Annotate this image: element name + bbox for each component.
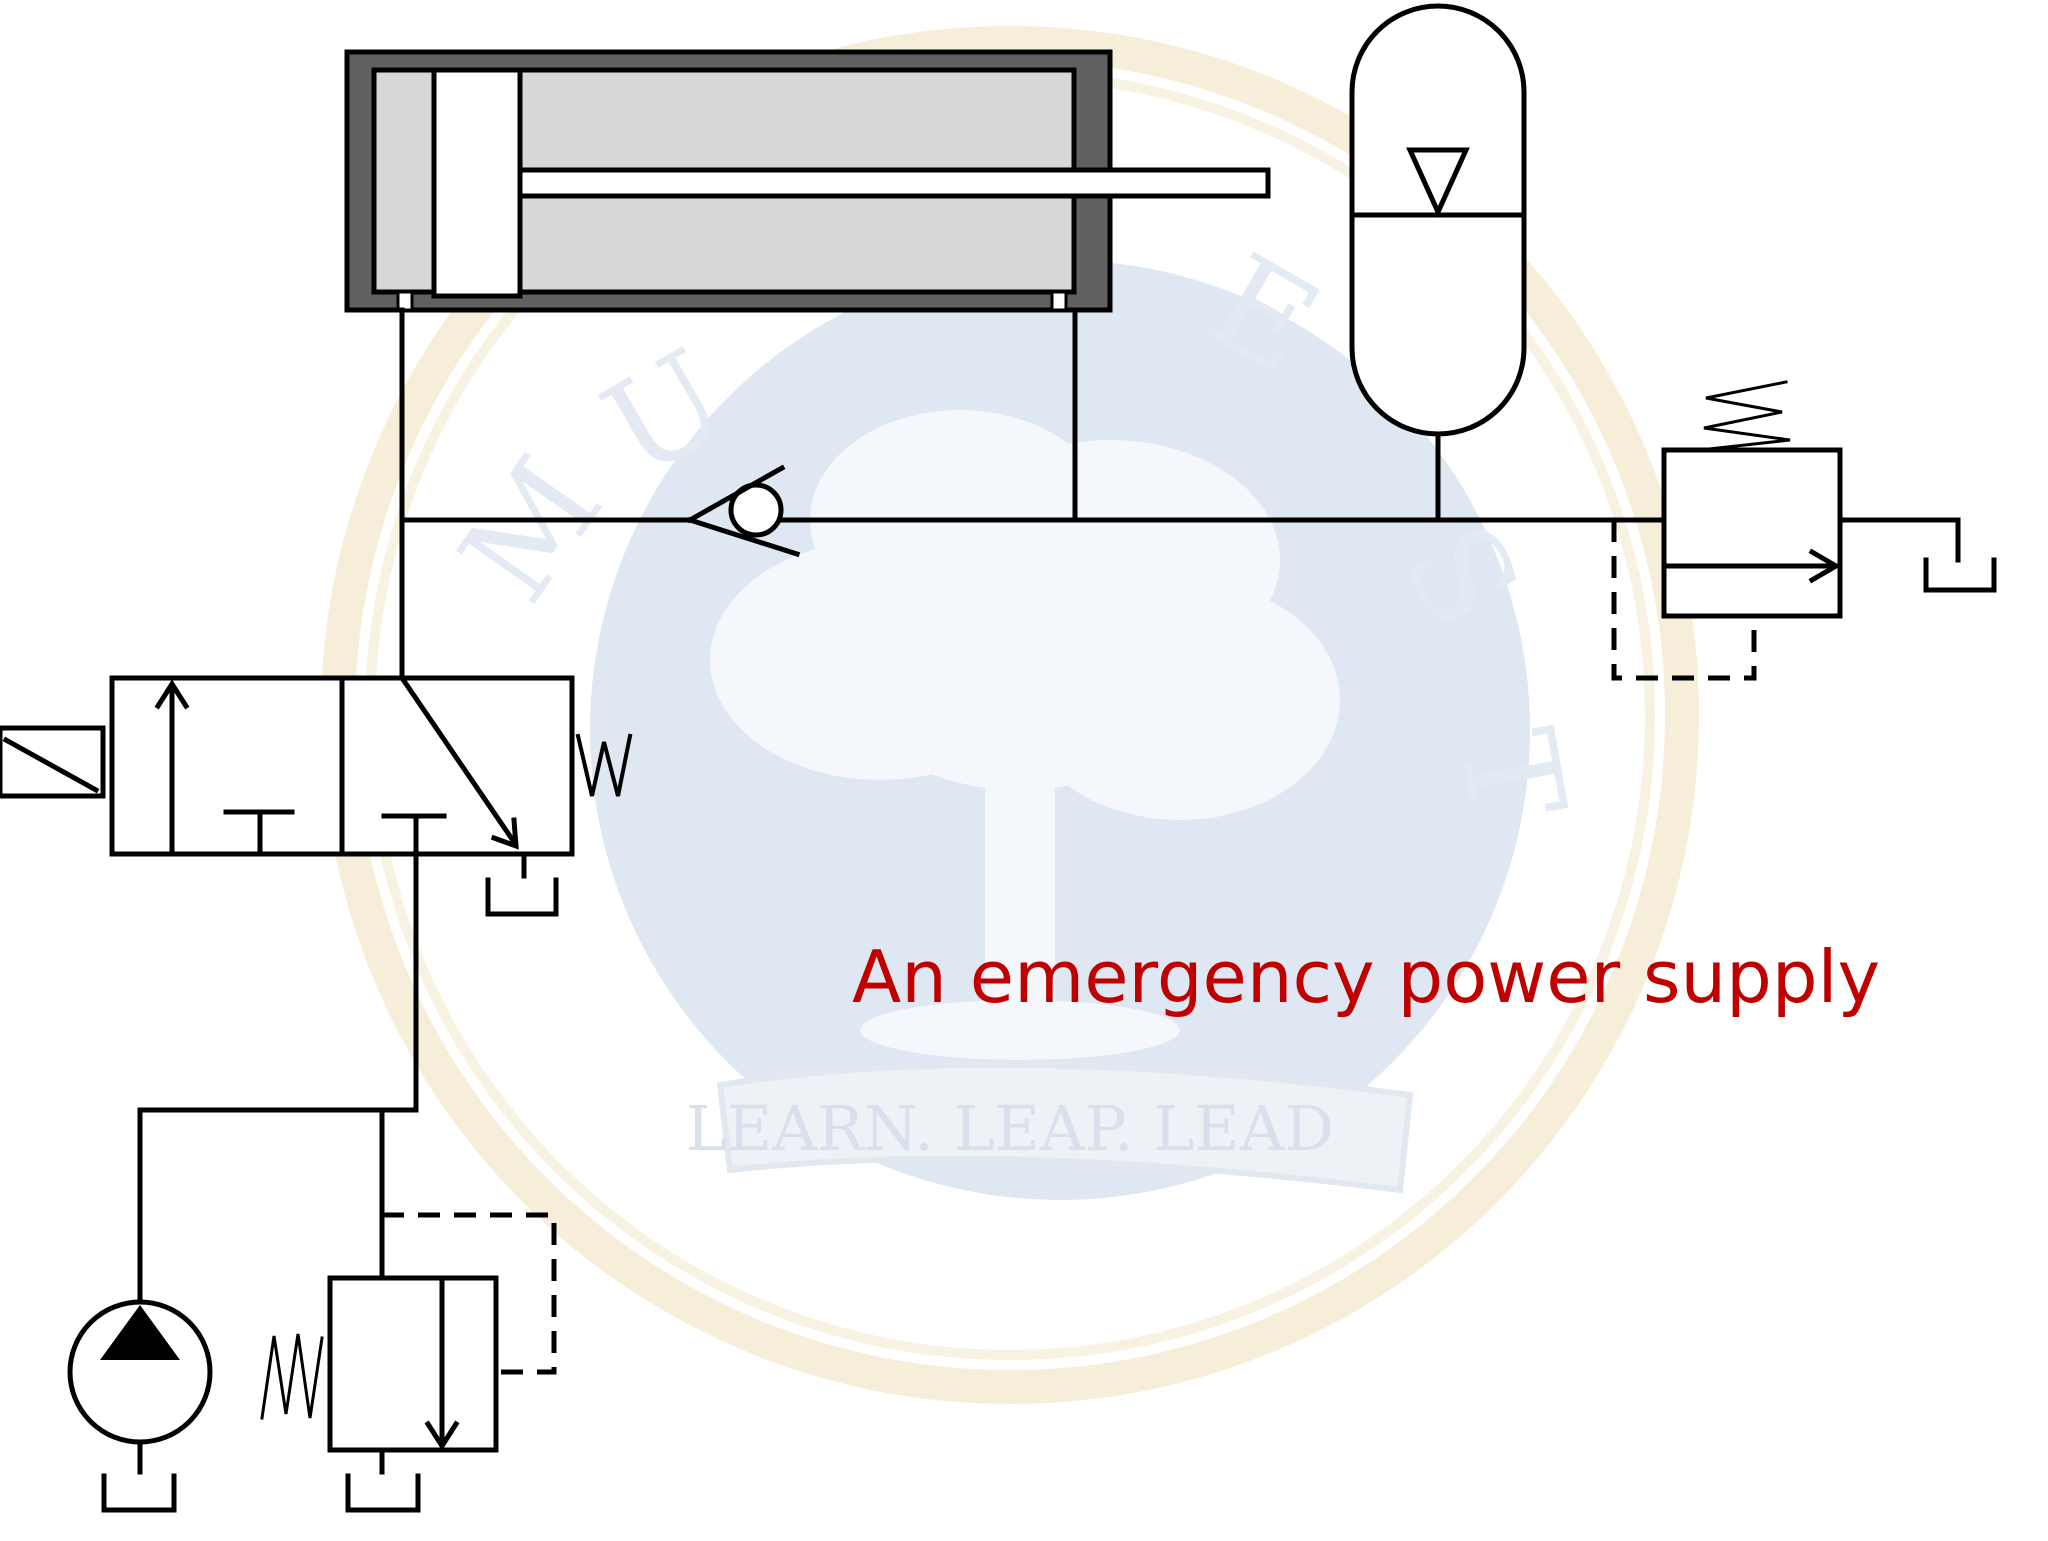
pump-icon (67, 1299, 213, 1513)
solenoid-valve-icon (0, 674, 633, 917)
accumulator-icon (1349, 3, 1527, 523)
relief-valve-icon (260, 1275, 499, 1513)
supply-lines (137, 851, 557, 1375)
watermark-banner-text: LEARN. LEAP. LEAD (686, 1092, 1334, 1165)
cylinder-icon (344, 49, 1271, 313)
relief-valve-icon (1611, 380, 1961, 681)
check-valve-icon (686, 464, 801, 558)
diagram-caption: An emergency power supply (852, 935, 1881, 1019)
pressure-lines (399, 307, 1667, 681)
watermark-banner: LEARN. LEAP. LEAD (686, 1061, 1414, 1194)
tank-icon (1923, 517, 1997, 593)
svg-text:M: M (431, 432, 632, 628)
